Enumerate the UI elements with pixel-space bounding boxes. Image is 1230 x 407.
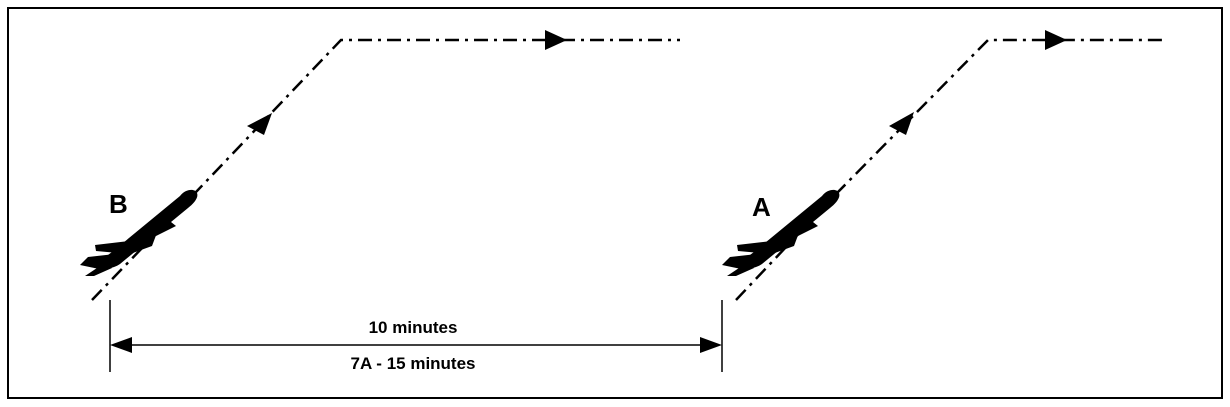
- aircraft-a-climb-arrowhead-icon: [889, 112, 914, 135]
- aircraft-a-climb-path: [735, 38, 1166, 301]
- interval-primary-label: 10 minutes: [369, 318, 458, 337]
- aircraft-b-group: B: [80, 30, 680, 301]
- diagram-frame: [7, 7, 1223, 399]
- interval-secondary-label: 7A - 15 minutes: [350, 354, 475, 373]
- aircraft-b-climb-path: [91, 38, 680, 301]
- dimension-arrowhead-left-icon: [110, 337, 132, 353]
- aircraft-b-label: B: [109, 189, 128, 219]
- airplane-a-icon: [722, 189, 840, 276]
- aircraft-b-climb-arrowhead-icon: [247, 113, 272, 135]
- airplane-b-icon: [80, 189, 198, 276]
- aircraft-b-level-arrowhead-icon: [545, 30, 567, 50]
- interval-dimension: 10 minutes 7A - 15 minutes: [109, 300, 723, 373]
- aircraft-a-label: A: [752, 192, 771, 222]
- aircraft-a-group: A: [722, 30, 1166, 301]
- dimension-arrowhead-right-icon: [700, 337, 722, 353]
- aircraft-a-level-arrowhead-icon: [1045, 30, 1067, 50]
